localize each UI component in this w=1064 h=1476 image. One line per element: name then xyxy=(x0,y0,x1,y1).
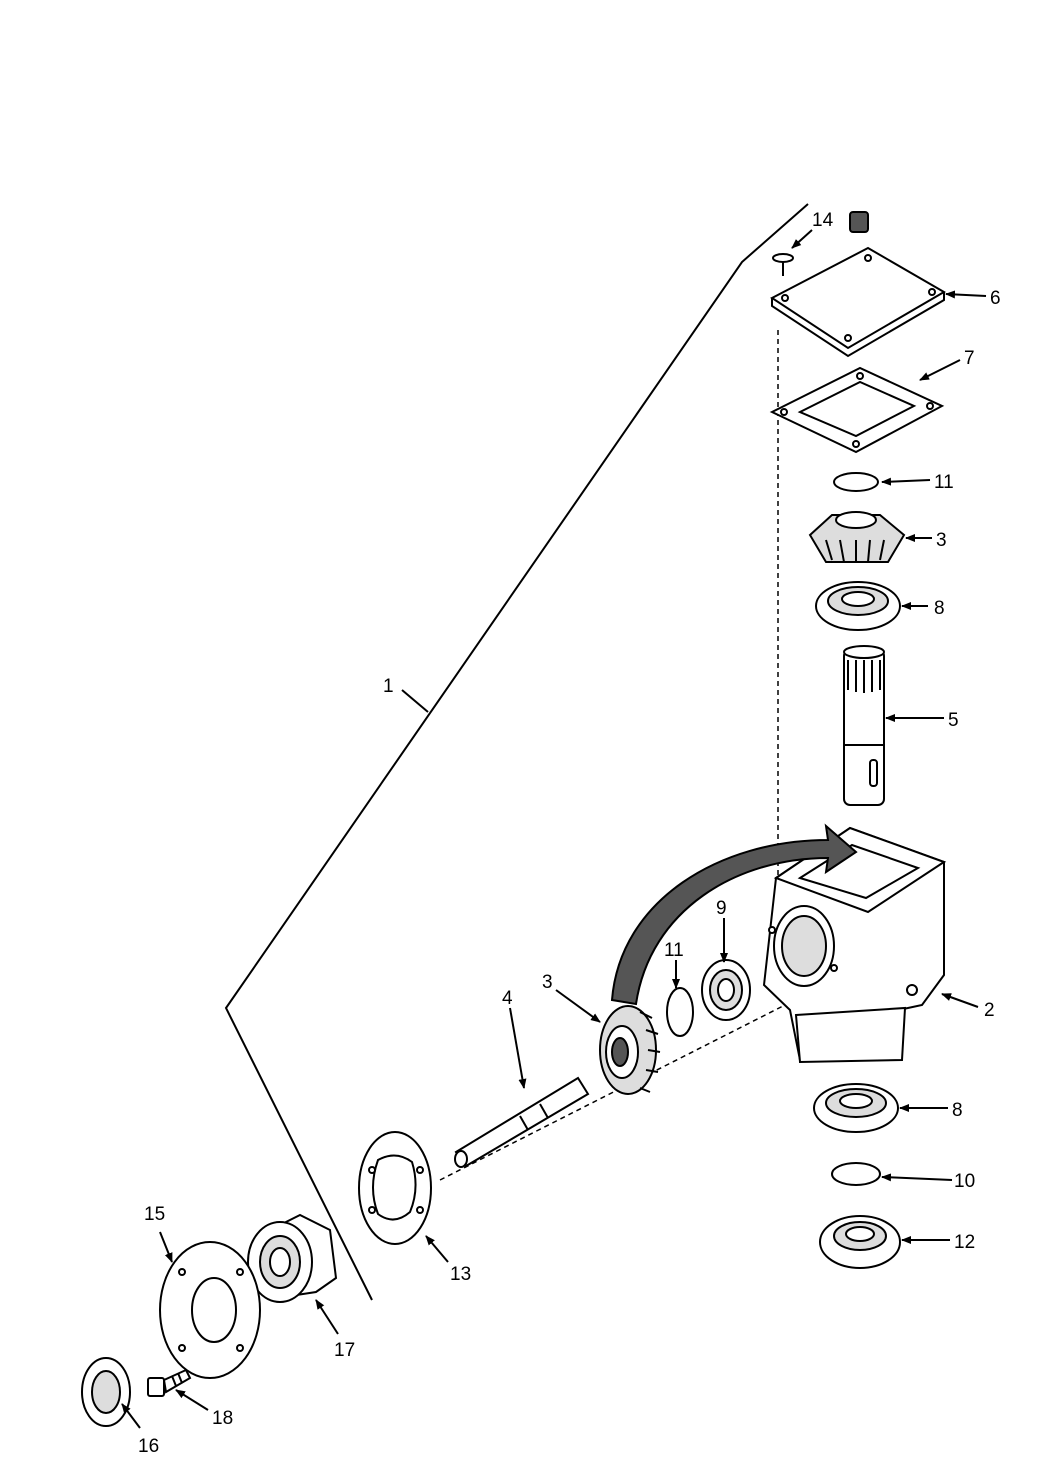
callout-9: 9 xyxy=(716,898,727,919)
part-17-bearing-housing xyxy=(247,1213,338,1303)
part-14-screw xyxy=(772,253,794,276)
assembly-bracket-line xyxy=(224,203,809,1301)
callout-11-side: 11 xyxy=(664,940,684,961)
callout-13: 13 xyxy=(450,1264,471,1285)
part-7-gasket xyxy=(769,366,945,454)
leader-arrows xyxy=(121,229,987,1429)
part-13-gasket xyxy=(358,1131,432,1245)
callout-8-bottom: 8 xyxy=(952,1100,963,1121)
callout-18: 18 xyxy=(212,1408,233,1429)
callout-10: 10 xyxy=(954,1171,975,1192)
part-9-bearing-side xyxy=(701,959,751,1021)
part-12-seal xyxy=(819,1215,901,1269)
part-6-cover-plate xyxy=(770,246,946,358)
callout-leader-1 xyxy=(401,689,429,713)
callout-6: 6 xyxy=(990,288,1001,309)
callout-3-side: 3 xyxy=(542,972,553,993)
part-11-snap-ring-top xyxy=(833,472,879,492)
part-8-bearing-bottom xyxy=(813,1083,899,1133)
callout-17: 17 xyxy=(334,1340,355,1361)
callout-1: 1 xyxy=(383,676,394,697)
callout-11-top: 11 xyxy=(934,472,954,493)
part-5-vertical-shaft xyxy=(843,645,885,806)
part-3-bevel-gear-top xyxy=(808,511,906,563)
callout-8-top: 8 xyxy=(934,598,945,619)
part-16-seal xyxy=(81,1357,131,1427)
part-10-snap-ring xyxy=(831,1162,881,1186)
callout-5: 5 xyxy=(948,710,959,731)
part-3-bevel-gear-side xyxy=(599,1005,661,1095)
callout-15: 15 xyxy=(144,1204,165,1225)
callout-2: 2 xyxy=(984,1000,995,1021)
part-4-input-shaft xyxy=(454,1076,590,1168)
input-axis-centerline xyxy=(439,1004,786,1181)
callout-14: 14 xyxy=(812,210,834,231)
callout-16: 16 xyxy=(138,1436,159,1457)
callout-7: 7 xyxy=(964,348,975,369)
part-18-bolt xyxy=(147,1368,192,1397)
part-11-snap-ring-side xyxy=(666,987,694,1037)
callout-labels: 1 2 3 3 4 5 6 7 8 8 9 10 11 11 12 13 14 … xyxy=(138,210,1001,1457)
part-15-flange xyxy=(159,1241,261,1379)
part-2-gear-housing xyxy=(762,826,947,1064)
gear-transfer-arrow xyxy=(610,823,858,1006)
callout-4: 4 xyxy=(502,988,513,1009)
callout-12: 12 xyxy=(954,1232,975,1253)
part-8-bearing-top xyxy=(815,581,901,631)
callout-3-top: 3 xyxy=(936,530,947,551)
